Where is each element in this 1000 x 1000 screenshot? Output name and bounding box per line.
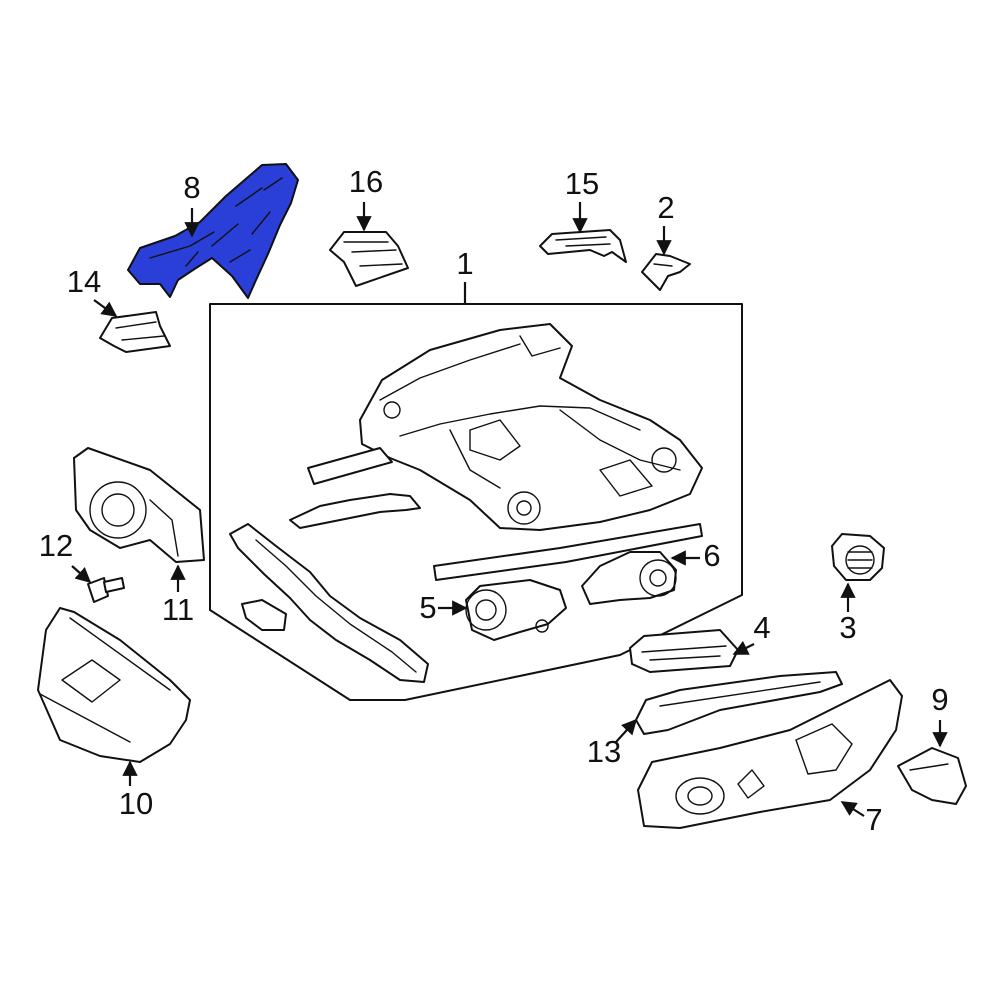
leader-lines — [71, 202, 948, 817]
callout-14: 14 — [67, 264, 101, 299]
callout-10: 10 — [119, 786, 153, 821]
callout-9: 9 — [931, 682, 948, 717]
callout-13: 13 — [587, 734, 621, 769]
part-16[interactable] — [329, 231, 409, 287]
callout-5: 5 — [419, 590, 436, 625]
part-13-trim-strip[interactable] — [635, 671, 843, 735]
callout-2: 2 — [657, 190, 674, 225]
part-12-bolt[interactable] — [87, 577, 125, 603]
part-9-knob[interactable] — [897, 747, 967, 805]
callout-4: 4 — [753, 610, 770, 645]
part-14[interactable] — [99, 311, 171, 353]
callout-7: 7 — [865, 802, 882, 837]
part-15[interactable] — [539, 229, 627, 263]
callout-labels: 1 2 3 4 5 6 7 8 9 10 11 12 13 14 15 16 — [39, 164, 949, 837]
callout-3: 3 — [839, 610, 856, 645]
callout-8: 8 — [183, 170, 200, 205]
callout-16: 16 — [349, 164, 383, 199]
part-4-module[interactable] — [629, 629, 739, 673]
callout-11: 11 — [162, 592, 194, 627]
part-10-trim-panel[interactable] — [37, 607, 191, 763]
assembly-box — [209, 282, 743, 701]
callout-15: 15 — [565, 166, 599, 201]
part-11-cover[interactable] — [73, 447, 205, 563]
part-5-motor[interactable] — [465, 579, 567, 641]
part-6-motor[interactable] — [581, 551, 677, 605]
callout-12: 12 — [39, 528, 73, 563]
part-8-highlighted[interactable] — [127, 163, 299, 299]
part-2[interactable] — [641, 253, 691, 291]
part-7-side-shield[interactable] — [637, 679, 903, 829]
callout-6: 6 — [703, 538, 720, 573]
part-1-seat-frame[interactable] — [229, 323, 703, 683]
callout-1: 1 — [456, 246, 473, 281]
part-3-switch[interactable] — [831, 533, 885, 581]
